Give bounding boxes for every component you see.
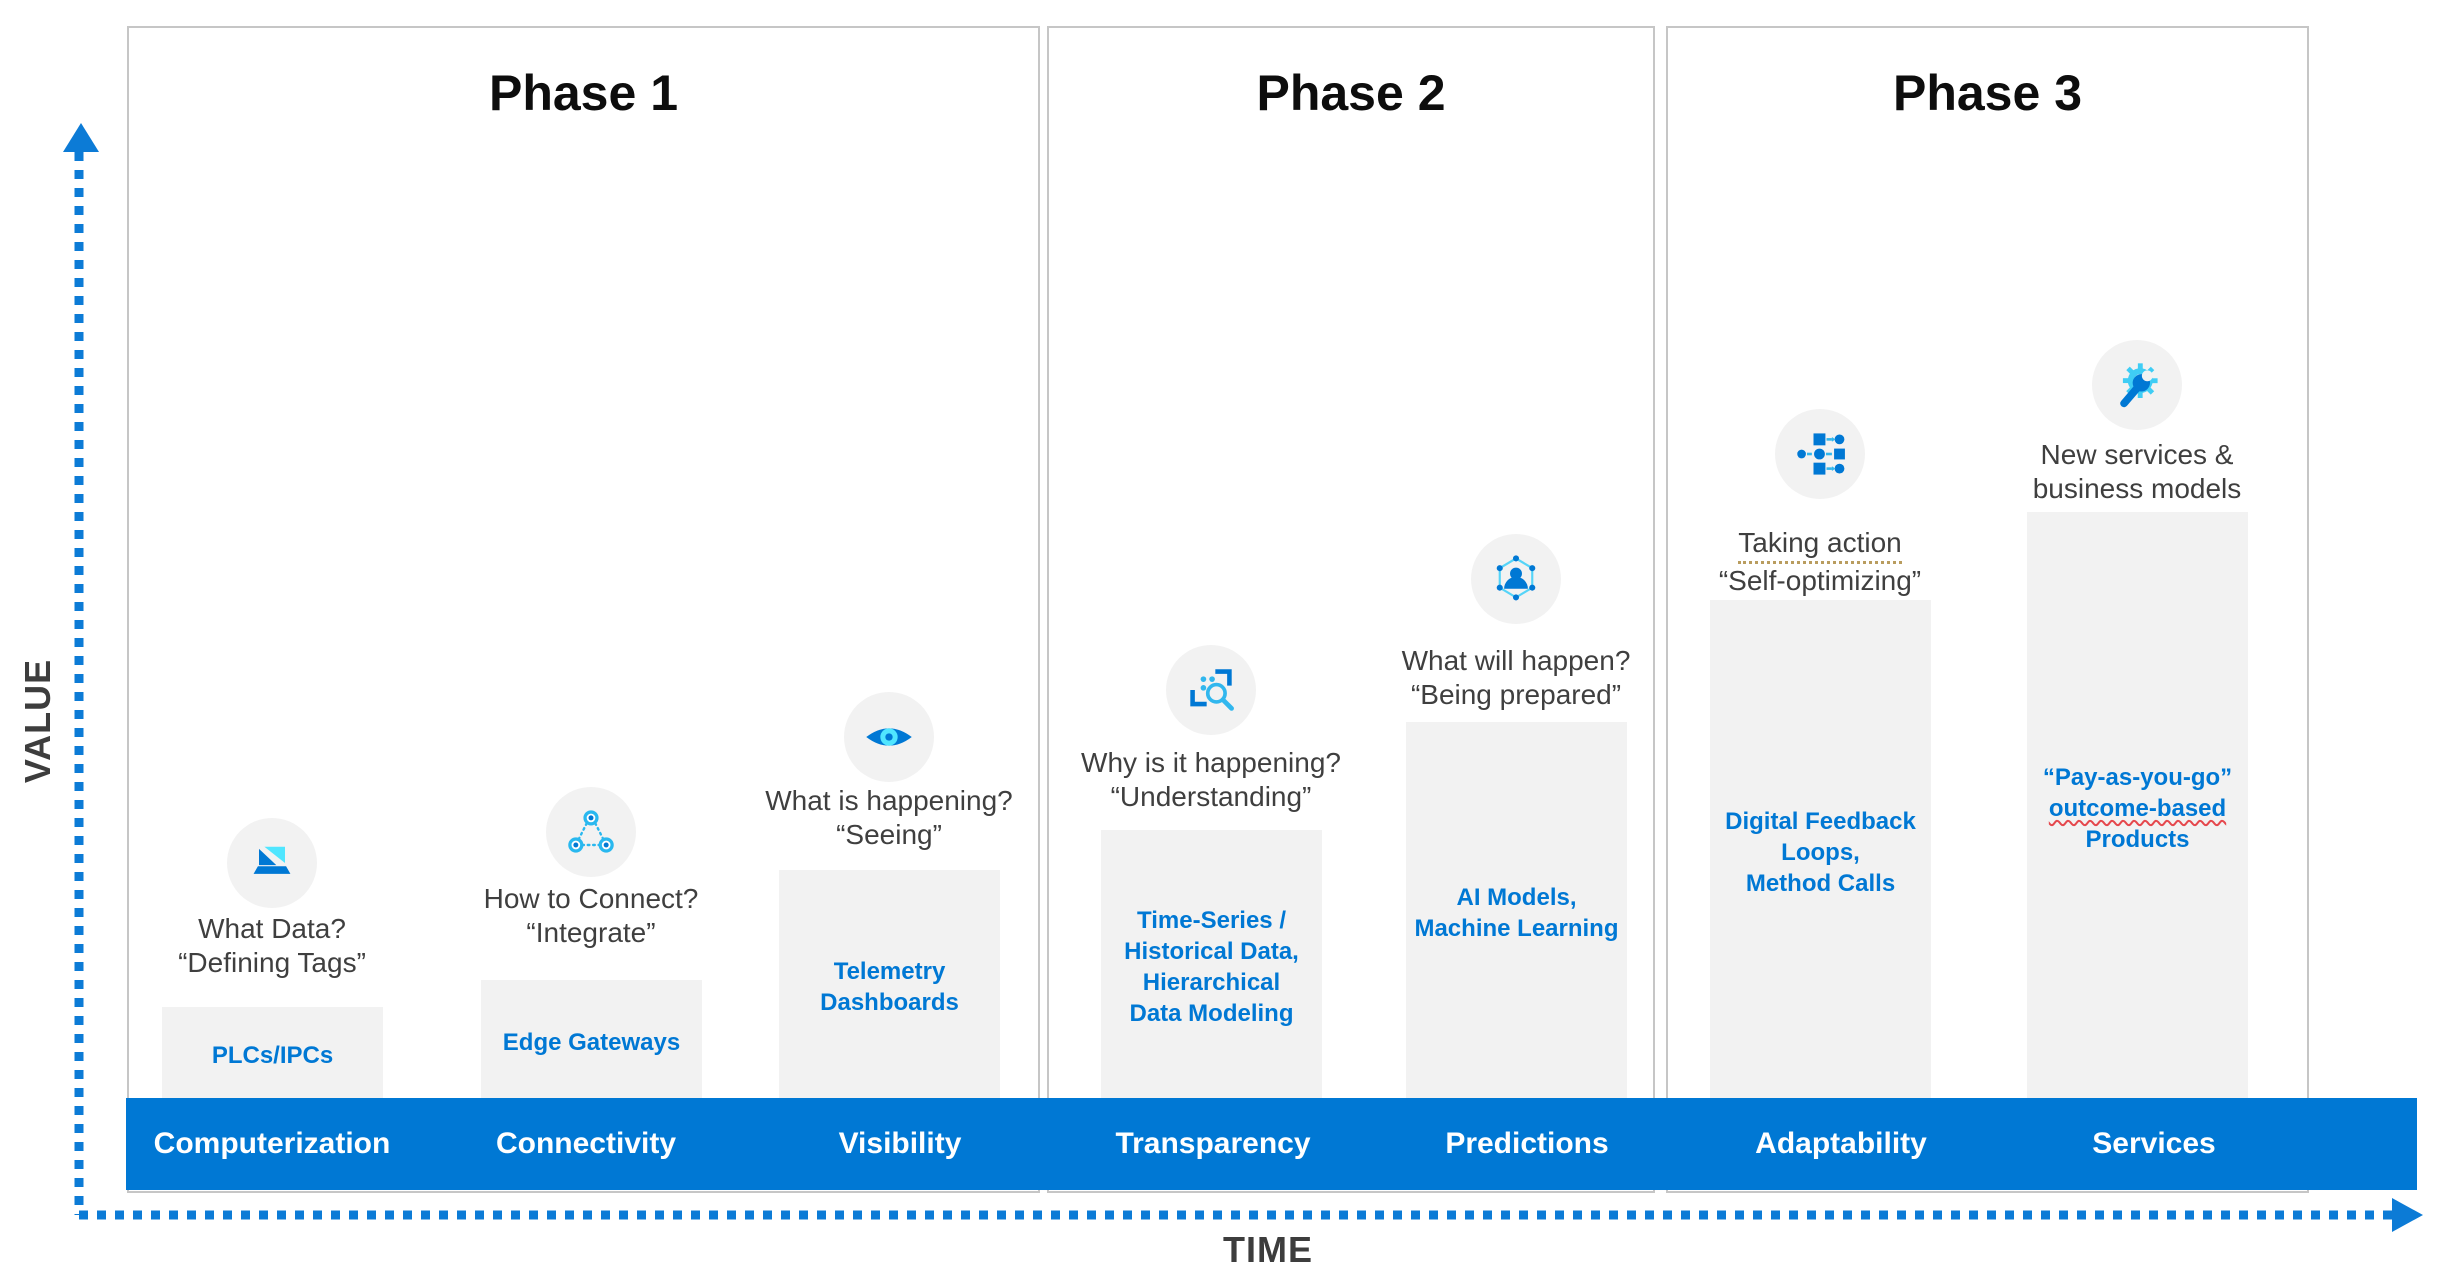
connectivity-question: How to Connect? “Integrate” bbox=[483, 883, 699, 948]
phase-3-title: Phase 3 bbox=[1892, 65, 2082, 121]
band-label-computerization: Computerization bbox=[153, 1127, 391, 1160]
person-network-icon bbox=[1471, 534, 1561, 624]
value-axis-label: VALUE bbox=[17, 658, 58, 784]
laptop-icon bbox=[227, 818, 317, 908]
maturity-band bbox=[126, 1098, 2417, 1190]
search-insights-icon bbox=[1166, 645, 1256, 735]
eye-icon bbox=[844, 692, 934, 782]
services-bar: “Pay-as-you-go” outcome-based Products bbox=[2027, 512, 2248, 1104]
adaptability-question: Taking action “Self-optimizing” bbox=[1718, 527, 1922, 596]
adaptability-bar: Digital Feedback Loops, Method Calls bbox=[1710, 600, 1931, 1104]
network-nodes-icon bbox=[546, 787, 636, 877]
visibility-bar: Telemetry Dashboards bbox=[779, 870, 1000, 1104]
transparency-question: Why is it happening? “Understanding” bbox=[1081, 747, 1341, 812]
time-axis-arrow bbox=[2392, 1198, 2423, 1232]
band-label-visibility: Visibility bbox=[838, 1127, 962, 1160]
predictions-bar: AI Models, Machine Learning bbox=[1406, 722, 1627, 1104]
visibility-question: What is happening? “Seeing” bbox=[765, 785, 1013, 850]
band-label-connectivity: Connectivity bbox=[495, 1127, 677, 1160]
transparency-bar: Time-Series / Historical Data, Hierarchi… bbox=[1101, 830, 1322, 1104]
band-label-adaptability: Adaptability bbox=[1755, 1127, 1927, 1160]
wrench-gear-icon bbox=[2092, 340, 2182, 430]
computerization-bar: PLCs/IPCs bbox=[162, 1007, 383, 1104]
computerization-question: What Data? “Defining Tags” bbox=[178, 913, 366, 978]
time-axis-label: TIME bbox=[1223, 1229, 1313, 1270]
connectivity-bar: Edge Gateways bbox=[481, 980, 702, 1104]
phase-1-title: Phase 1 bbox=[488, 65, 678, 121]
services-question: New services & business models bbox=[2032, 439, 2242, 504]
band-label-predictions: Predictions bbox=[1445, 1127, 1609, 1160]
predictions-question: What will happen? “Being prepared” bbox=[1401, 645, 1631, 710]
phase-2-title: Phase 2 bbox=[1256, 65, 1446, 121]
band-label-services: Services bbox=[2092, 1127, 2216, 1160]
flowchart-icon bbox=[1775, 409, 1865, 499]
value-axis-arrow bbox=[63, 123, 99, 152]
band-label-transparency: Transparency bbox=[1115, 1127, 1311, 1160]
